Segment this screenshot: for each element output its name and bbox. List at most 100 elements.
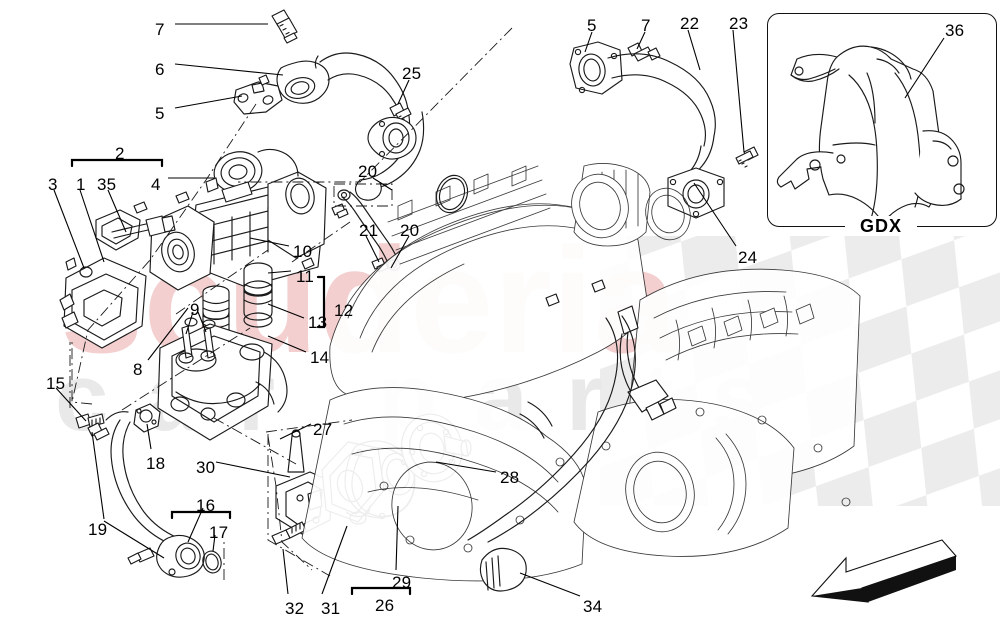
leader-28: [435, 461, 497, 473]
part-4-actuator: [205, 148, 299, 203]
leader-29: [395, 505, 399, 571]
leader-6: [174, 63, 284, 76]
leader-15: [55, 387, 87, 422]
part-23-bolt: [735, 146, 759, 168]
sensor-harness: [617, 305, 677, 421]
leader-1: [79, 189, 105, 263]
leader-23: [732, 29, 745, 153]
part-34-coolant-hose: [467, 315, 636, 592]
callout-20-c20a: 20: [358, 162, 378, 181]
leader-21: [365, 235, 380, 263]
callout-6-c6: 6: [155, 60, 165, 79]
callout-36: 36: [945, 21, 965, 40]
part-16-oil-pipe: [87, 411, 222, 578]
part-6-hose-elbow: [276, 52, 409, 125]
leader-31: [321, 525, 348, 595]
leader-35: [107, 189, 127, 233]
leader-20b: [390, 235, 410, 269]
bracket-16: [170, 510, 232, 520]
callout-7-c7b: 7: [641, 16, 651, 35]
leader-24: [693, 182, 737, 247]
leader-3: [53, 189, 85, 269]
callout-34-c34: 34: [583, 597, 603, 616]
leader-5b: [584, 31, 593, 53]
leader-30: [215, 461, 291, 478]
callout-24-c24: 24: [738, 248, 758, 267]
leader-16: [187, 507, 204, 543]
callout-32-c32: 32: [285, 599, 305, 618]
callout-22-c22: 22: [680, 14, 700, 33]
callout-3-c3: 3: [48, 175, 58, 194]
callout-23-c23: 23: [729, 14, 749, 33]
callout-8-c8: 8: [133, 360, 143, 379]
callout-17-c17: 17: [209, 523, 229, 542]
engine-background: [301, 163, 861, 582]
leader-19: [91, 431, 105, 520]
callout-12-c12: 12: [334, 301, 354, 320]
callout-10-c10: 10: [293, 242, 313, 261]
leader-27: [279, 423, 312, 440]
callout-13-c13: 13: [308, 313, 328, 332]
part-13-bellows-lower: [202, 285, 230, 348]
callout-18-c18: 18: [146, 454, 166, 473]
callout-31-c31: 31: [321, 599, 341, 618]
callout-19-c19: 19: [88, 520, 108, 539]
part-18-gasket: [133, 403, 161, 433]
leader-20a: [372, 177, 393, 191]
callout-1-c1: 1: [76, 175, 86, 194]
callout-25-c25: 25: [402, 64, 422, 83]
bracket-12: [316, 275, 326, 329]
part-11-bellows: [243, 262, 273, 328]
part-36-heat-shield: [776, 45, 965, 226]
part-5-gasket-upper-left: [233, 74, 283, 115]
gdx-caption: GDX: [845, 216, 917, 236]
direction-arrow: [810, 539, 957, 603]
leader-34: [519, 572, 581, 597]
egr-cooler-assembly: [59, 171, 327, 349]
callout-16-c16: 16: [196, 496, 216, 515]
leader-25: [397, 79, 410, 105]
leader-13: [267, 303, 305, 319]
leader-14: [267, 335, 307, 353]
group-boxes: [69, 183, 393, 577]
leader-5a: [174, 95, 243, 109]
leader-7b: [636, 31, 646, 50]
leader-22: [687, 29, 701, 71]
callout-5-c5a: 5: [155, 104, 165, 123]
leader-36: [904, 37, 945, 99]
leader-17: [212, 534, 216, 552]
callout-26-c26: 26: [375, 596, 395, 615]
leader-19b: [103, 520, 165, 559]
callout-30-c30: 30: [196, 458, 216, 477]
callout-35-c35: 35: [97, 175, 117, 194]
callout-4-c4: 4: [151, 175, 161, 194]
leader-32: [282, 548, 289, 595]
part-5b-flange-upper-right: [569, 41, 623, 95]
callout-15-c15: 15: [46, 374, 66, 393]
bracket-26: [350, 586, 412, 596]
leader-9a: [185, 311, 194, 335]
leader-8: [147, 307, 189, 361]
callout-27-c27: 27: [313, 420, 333, 439]
leader-9b: [197, 311, 207, 333]
callout-21-c21: 21: [359, 221, 379, 240]
small-bolts-left: [133, 191, 190, 214]
bracket-2: [70, 158, 164, 168]
leader-10: [249, 237, 290, 247]
callout-5-c5b: 5: [587, 16, 597, 35]
part-7-bolt-upper-left: [271, 9, 298, 44]
leader-11: [267, 270, 292, 274]
assembly-axis-lines: [71, 27, 513, 580]
engine-fasteners: [301, 257, 606, 307]
callout-28-c28: 28: [500, 468, 520, 487]
callout-2-c2: 2: [115, 144, 125, 163]
callout-11-c11: 11: [296, 267, 315, 286]
leader-18: [146, 423, 152, 450]
callout-29-c29: 29: [392, 573, 412, 592]
callout-7-c7a: 7: [155, 20, 165, 39]
callout-9-c9: 9: [190, 300, 200, 319]
